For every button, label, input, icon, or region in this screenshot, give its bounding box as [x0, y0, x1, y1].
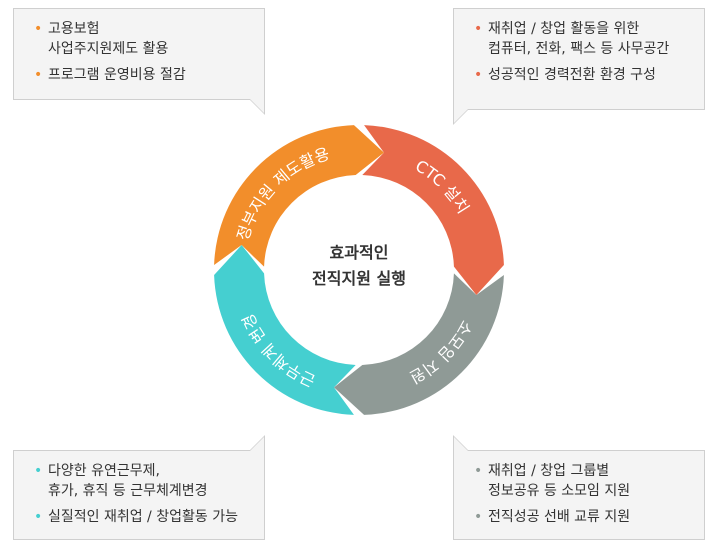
- list-item-text: 다양한 유연근무제, 휴가, 휴직 등 근무체계변경: [48, 463, 208, 499]
- callout-list: • 재취업 / 창업 그룹별 정보공유 등 소모임 지원 • 전직성공 선배 교류 …: [474, 461, 690, 527]
- bullet-icon: •: [474, 67, 483, 83]
- bullet-icon: •: [34, 509, 43, 525]
- center-title-line-2: 전직지원 실행: [312, 269, 406, 288]
- list-item-text: 재취업 / 창업 그룹별 정보공유 등 소모임 지원: [488, 463, 631, 499]
- list-item: • 고용보험 사업주지원제도 활용: [34, 19, 250, 59]
- bullet-icon: •: [474, 509, 483, 525]
- bullet-icon: •: [34, 21, 43, 37]
- list-item: • 성공적인 경력전환 환경 구성: [474, 65, 690, 85]
- list-item: • 재취업 / 창업 그룹별 정보공유 등 소모임 지원: [474, 461, 690, 501]
- list-item: • 전직성공 선배 교류 지원: [474, 507, 690, 527]
- callout-small-group: • 재취업 / 창업 그룹별 정보공유 등 소모임 지원 • 전직성공 선배 교류 …: [453, 435, 705, 540]
- list-item-text: 재취업 / 창업 활동을 위한 컴퓨터, 전화, 팩스 등 사무공간: [488, 21, 670, 57]
- cycle-segment-2: [362, 125, 504, 295]
- list-item-text: 전직성공 선배 교류 지원: [488, 509, 631, 525]
- bullet-icon: •: [34, 67, 43, 83]
- callout-government-support: • 고용보험 사업주지원제도 활용 • 프로그램 운영비용 절감: [13, 8, 265, 115]
- cycle-segment-4: [214, 245, 356, 415]
- bullet-icon: •: [474, 21, 483, 37]
- cycle-segment-3: [334, 273, 504, 415]
- callout-ctc: • 재취업 / 창업 활동을 위한 컴퓨터, 전화, 팩스 등 사무공간 • 성공적…: [453, 8, 705, 125]
- bullet-icon: •: [34, 463, 43, 479]
- cycle-segment-1: [214, 125, 384, 267]
- list-item: • 프로그램 운영비용 절감: [34, 65, 250, 85]
- callout-tail-fill: [250, 99, 264, 113]
- list-item: • 재취업 / 창업 활동을 위한 컴퓨터, 전화, 팩스 등 사무공간: [474, 19, 690, 59]
- callout-tail-fill: [250, 437, 264, 451]
- list-item-text: 성공적인 경력전환 환경 구성: [488, 67, 656, 83]
- list-item: • 실질적인 재취업 / 창업활동 가능: [34, 507, 250, 527]
- callout-tail-fill: [454, 437, 468, 451]
- callout-list: • 다양한 유연근무제, 휴가, 휴직 등 근무체계변경 • 실질적인 재취업 / …: [34, 461, 250, 527]
- center-title-line-1: 효과적인: [330, 243, 389, 262]
- callout-list: • 재취업 / 창업 활동을 위한 컴퓨터, 전화, 팩스 등 사무공간 • 성공적…: [474, 19, 690, 85]
- callout-list: • 고용보험 사업주지원제도 활용 • 프로그램 운영비용 절감: [34, 19, 250, 85]
- list-item-text: 실질적인 재취업 / 창업활동 가능: [48, 509, 238, 525]
- list-item-text: 고용보험 사업주지원제도 활용: [48, 21, 169, 57]
- list-item: • 다양한 유연근무제, 휴가, 휴직 등 근무체계변경: [34, 461, 250, 501]
- bullet-icon: •: [474, 463, 483, 479]
- callout-tail-fill: [454, 109, 468, 123]
- list-item-text: 프로그램 운영비용 절감: [48, 67, 186, 83]
- callout-work-system: • 다양한 유연근무제, 휴가, 휴직 등 근무체계변경 • 실질적인 재취업 / …: [13, 435, 265, 540]
